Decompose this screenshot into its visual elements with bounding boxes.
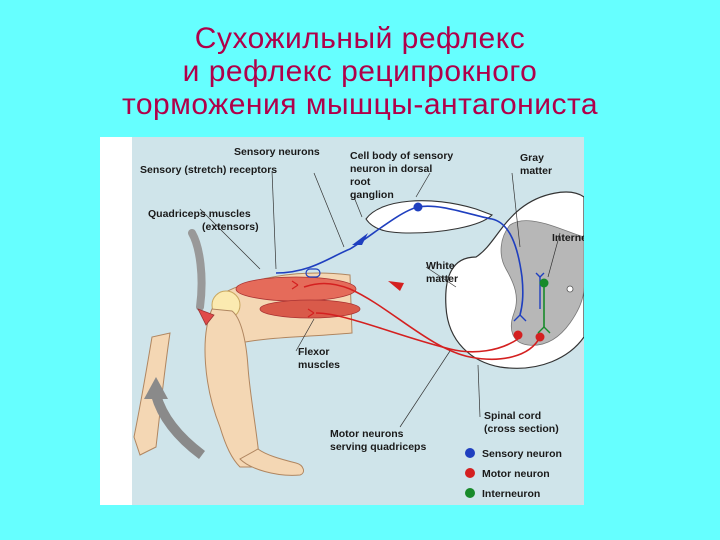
label-flexor-2: muscles	[298, 359, 340, 371]
label-sensory-neurons: Sensory neurons	[234, 146, 320, 158]
label-spinal-1: Spinal cord	[484, 410, 541, 422]
title-line-3: торможения мышцы-антагониста	[0, 88, 720, 121]
label-flexor-1: Flexor	[298, 346, 330, 358]
legend-sensory-label: Sensory neuron	[482, 448, 562, 460]
label-gray-2: matter	[520, 165, 552, 177]
legend-motor-swatch	[465, 468, 475, 478]
label-gray-1: Gray	[520, 152, 544, 164]
label-cell-body-1: Cell body of sensory	[350, 150, 453, 162]
reflex-diagram: Sensory neurons Sensory (stretch) recept…	[100, 137, 584, 505]
label-cell-body-3: root	[350, 176, 371, 188]
label-interneurons: Interneurons	[552, 232, 584, 244]
label-cell-body-4: ganglion	[350, 189, 394, 201]
central-canal	[567, 286, 573, 292]
label-white-2: matter	[426, 273, 458, 285]
label-sensory-receptors: Sensory (stretch) receptors	[140, 164, 277, 176]
slide-title: Сухожильный рефлекс и рефлекс реципрокно…	[0, 22, 720, 121]
label-white-1: White	[426, 260, 455, 272]
label-cell-body-2: neuron in dorsal	[350, 163, 432, 175]
reflex-diagram-svg: Sensory neurons Sensory (stretch) recept…	[100, 137, 584, 505]
quadriceps-muscle	[236, 277, 356, 301]
legend-interneuron-swatch	[465, 488, 475, 498]
title-line-2: и рефлекс реципрокного	[0, 55, 720, 88]
label-motor-2: serving quadriceps	[330, 441, 426, 453]
label-quadriceps-1: Quadriceps muscles	[148, 208, 251, 220]
legend-sensory-swatch	[465, 448, 475, 458]
label-quadriceps-2: (extensors)	[202, 221, 259, 233]
label-motor-1: Motor neurons	[330, 428, 404, 440]
label-spinal-2: (cross section)	[484, 423, 559, 435]
legend-interneuron-label: Interneuron	[482, 488, 540, 500]
legend-motor-label: Motor neuron	[482, 468, 550, 480]
title-line-1: Сухожильный рефлекс	[0, 22, 720, 55]
